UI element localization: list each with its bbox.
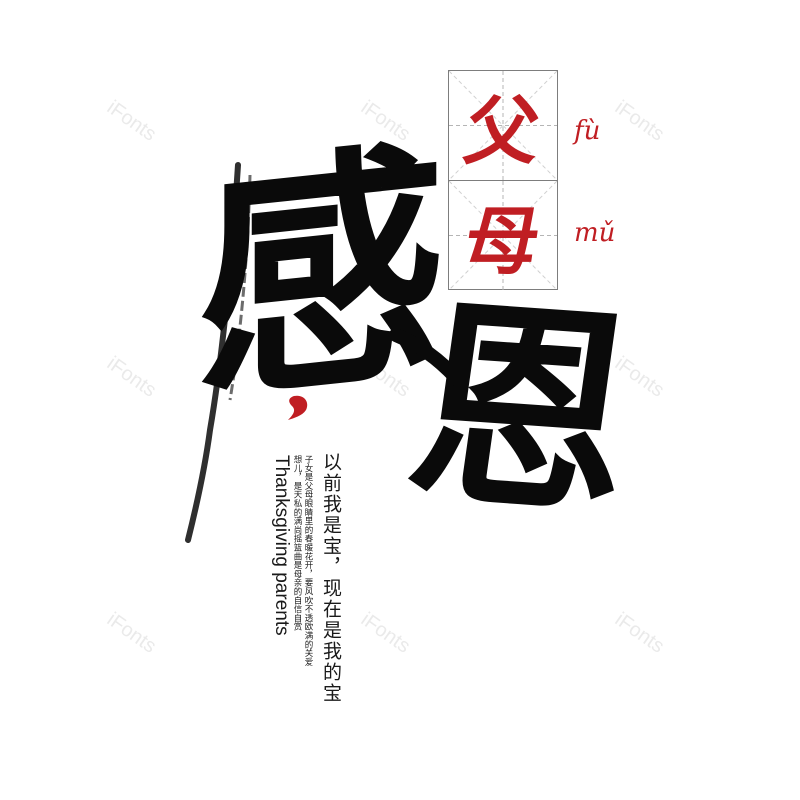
pinyin-mu: mǔ	[574, 218, 616, 248]
pinyin-fu: fù	[574, 116, 601, 146]
grid-guides	[449, 71, 557, 180]
headline-vertical-text: 以前我是宝，现在是我的宝	[320, 452, 342, 704]
caption-line-2: 想儿，是天私的满尚摇篮曲是母亲的自信自赏	[292, 455, 302, 631]
grid-cell-top: 父	[449, 71, 557, 180]
caption-line-1: 子女是父母眼睛里的春暖花开，要风吹不透欧满的关爱	[303, 455, 313, 667]
grid-guides	[449, 181, 557, 290]
grid-cell-bottom: 母	[449, 180, 557, 290]
english-subtitle: Thanksgiving parents	[271, 455, 292, 636]
character-grid-box: 父 母	[448, 70, 558, 290]
red-brush-dot	[288, 395, 308, 420]
